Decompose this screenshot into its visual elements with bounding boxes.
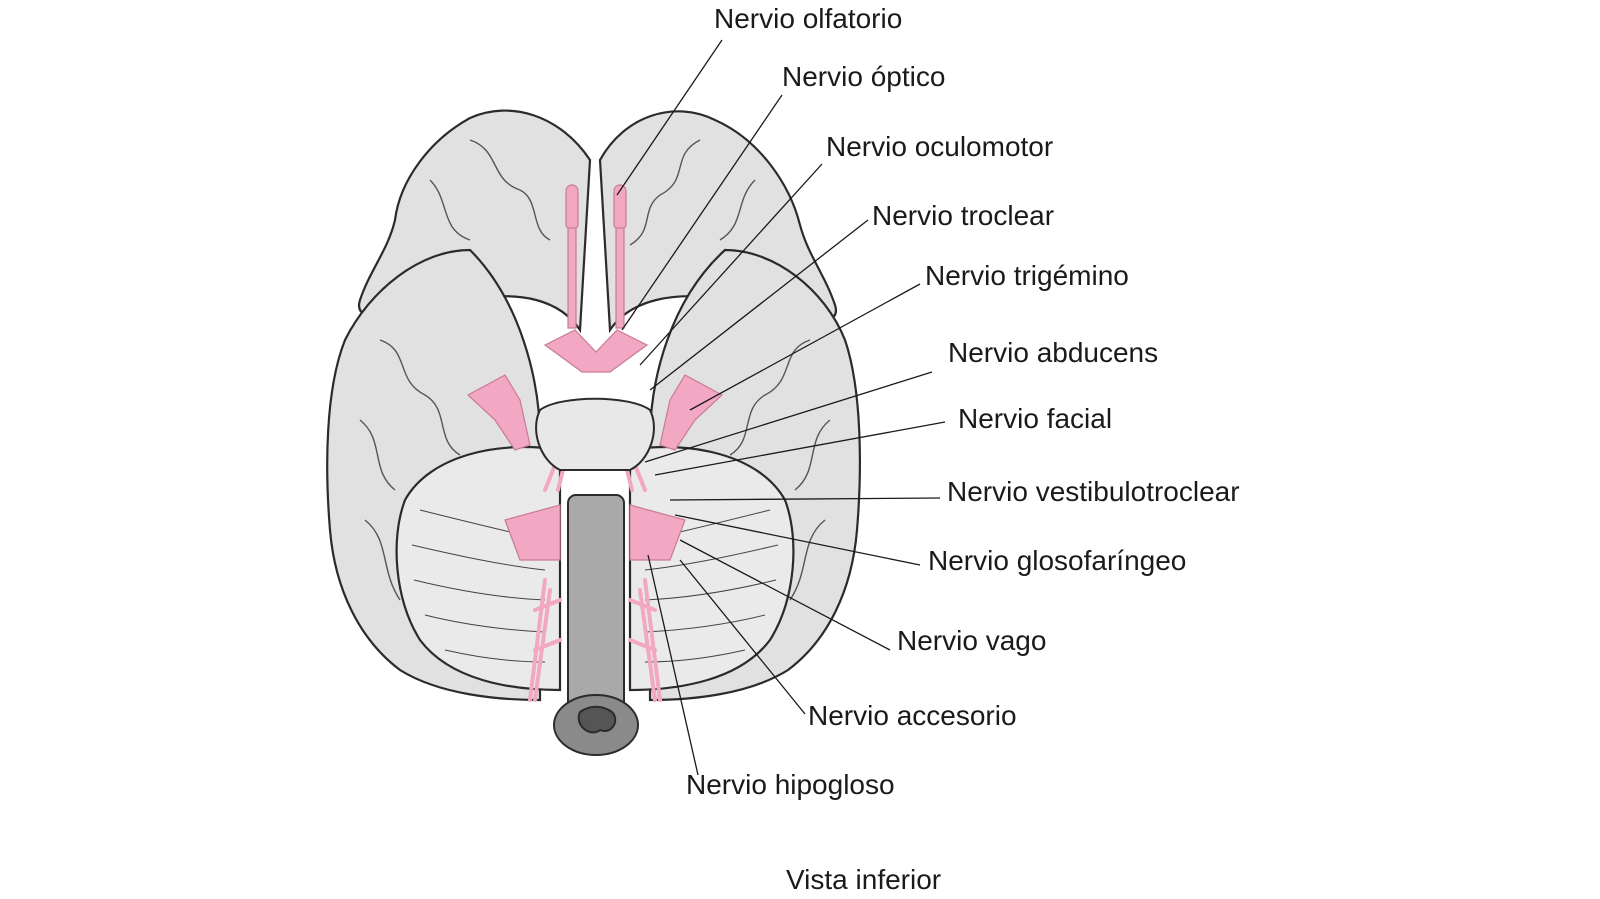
leader-lines xyxy=(616,39,946,776)
trigeminal-left xyxy=(466,374,531,451)
leader-trigemino xyxy=(689,283,921,411)
cranial-nerve-rootlets-left xyxy=(504,504,561,561)
diagram-caption: Vista inferior xyxy=(786,864,942,895)
leader-troclear xyxy=(649,219,869,391)
label-nervio-optico: Nervio óptico xyxy=(782,61,946,92)
pons xyxy=(535,397,655,471)
label-nervio-vestibulotroclear: Nervio vestibulotroclear xyxy=(947,476,1240,507)
label-nervio-abducens: Nervio abducens xyxy=(948,337,1159,368)
label-nervio-facial: Nervio facial xyxy=(958,403,1113,434)
leader-oculomotor xyxy=(639,163,823,366)
label-nervio-oculomotor: Nervio oculomotor xyxy=(826,131,1054,162)
label-nervio-olfatorio: Nervio olfatorio xyxy=(714,3,903,34)
brainstem xyxy=(535,397,655,756)
label-nervio-accesorio: Nervio accesorio xyxy=(808,700,1017,731)
left-cerebellum xyxy=(395,445,562,692)
right-cerebellum xyxy=(628,445,795,692)
leader-accesorio xyxy=(679,559,806,715)
olfactory-tract-left xyxy=(567,227,577,329)
leader-abducens xyxy=(644,371,933,463)
leader-facial xyxy=(654,421,946,476)
label-nervio-glosofaringeo: Nervio glosofaríngeo xyxy=(928,545,1187,576)
cranial-nerves xyxy=(466,184,724,561)
olfactory-bulb-right xyxy=(613,184,627,231)
leader-optico xyxy=(621,94,783,331)
spinal-cord-gray-matter xyxy=(577,705,617,734)
brain-gyri xyxy=(359,139,831,601)
label-nervio-vago: Nervio vago xyxy=(897,625,1047,656)
trigeminal-right xyxy=(659,374,724,451)
label-nervio-trigemino: Nervio trigémino xyxy=(925,260,1129,291)
leader-vago xyxy=(679,539,891,651)
label-nervio-hipogloso: Nervio hipogloso xyxy=(686,769,895,800)
leader-olfatorio xyxy=(616,39,723,196)
label-nervio-troclear: Nervio troclear xyxy=(872,200,1055,231)
olfactory-bulb-left xyxy=(565,184,579,231)
optic-chiasm xyxy=(543,329,649,373)
cranial-nerve-rootlets-right xyxy=(629,504,686,561)
leader-vestibulotroclear xyxy=(669,497,941,501)
leader-hipogloso xyxy=(647,554,699,776)
leader-glosofaringeo xyxy=(674,514,921,566)
olfactory-tract-right xyxy=(615,227,625,329)
